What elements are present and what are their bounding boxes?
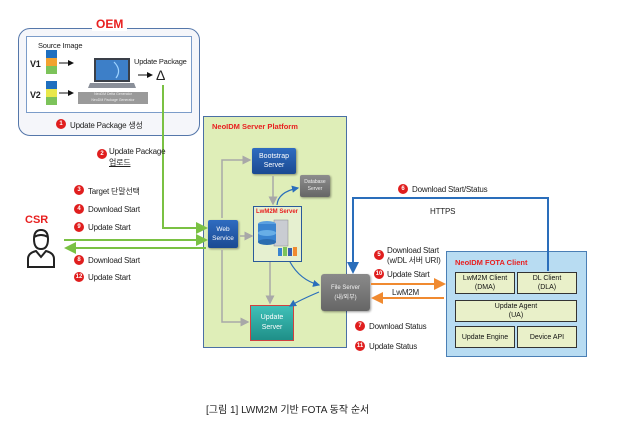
v2-image-stack <box>46 81 57 105</box>
step-8-label: Download Start <box>88 256 140 265</box>
step-3-label: Target 단말선택 <box>88 187 140 196</box>
step-10-badge: 10 <box>374 269 384 279</box>
step-5-badge: 5 <box>374 250 384 260</box>
oem-title: OEM <box>92 17 128 31</box>
step-6-label: Download Start/Status <box>412 185 488 194</box>
update-engine: Update Engine <box>455 326 515 348</box>
step-1-badge: 1 <box>56 119 66 129</box>
step-11-label: Update Status <box>369 342 418 351</box>
laptop-icon <box>88 58 136 88</box>
step-6-badge: 6 <box>398 184 408 194</box>
server-stack-icon <box>258 219 297 256</box>
v2-label: V2 <box>30 90 41 100</box>
step-7-badge: 7 <box>355 321 365 331</box>
step-9-badge: 9 <box>74 222 84 232</box>
person-icon <box>27 228 55 268</box>
step-12-label: Update Start <box>88 273 131 282</box>
figure-caption: [그림 1] LWM2M 기반 FOTA 동작 순서 <box>206 405 370 416</box>
step-4-badge: 4 <box>74 204 84 214</box>
dl-client-dla: DL Client(DLA) <box>517 272 577 294</box>
device-api: Device API <box>517 326 577 348</box>
update-package-label: Update Package <box>134 57 187 66</box>
source-image-label: Source Image <box>38 41 83 50</box>
csr-title: CSR <box>25 214 49 226</box>
step-5-label-1: Download Start <box>387 246 439 255</box>
step-4-label: Download Start <box>88 205 140 214</box>
step-1-label: Update Package 생성 <box>70 121 143 130</box>
step-8-badge: 8 <box>74 255 84 265</box>
https-line <box>347 197 549 274</box>
step-7-label: Download Status <box>369 322 427 331</box>
step-2-label-1: Update Package <box>109 147 166 156</box>
server-platform-title: NeoIDM Server Platform <box>212 122 298 131</box>
lwm2m-client-dma: LwM2M Client(DMA) <box>455 272 515 294</box>
step-10-label: Update Start <box>387 270 430 279</box>
file-server: File Server(내/외부) <box>321 274 370 311</box>
v1-image-stack <box>46 50 57 74</box>
generator-label: NeoDM Delta Generator NeoDM Package Gene… <box>78 92 148 104</box>
step-3-badge: 3 <box>74 185 84 195</box>
delta-symbol: Δ <box>156 67 166 83</box>
fota-client-title: NeoIDM FOTA Client <box>455 258 528 267</box>
step-9-label: Update Start <box>88 223 131 232</box>
step-12-badge: 12 <box>74 272 84 282</box>
update-agent-ua: Update Agent(UA) <box>455 300 577 322</box>
step-2-label-2: 업로드 <box>109 158 131 167</box>
step-5-label-2: (w/DL 서버 URI) <box>387 256 441 265</box>
lwm2m-label: LwM2M <box>392 288 420 297</box>
https-label: HTTPS <box>430 207 456 216</box>
v1-label: V1 <box>30 59 41 69</box>
step-11-badge: 11 <box>355 341 365 351</box>
step-2-badge: 2 <box>97 149 107 159</box>
lwm2m-server-title: LwM2M Server <box>256 209 299 215</box>
upload-line <box>162 85 208 234</box>
